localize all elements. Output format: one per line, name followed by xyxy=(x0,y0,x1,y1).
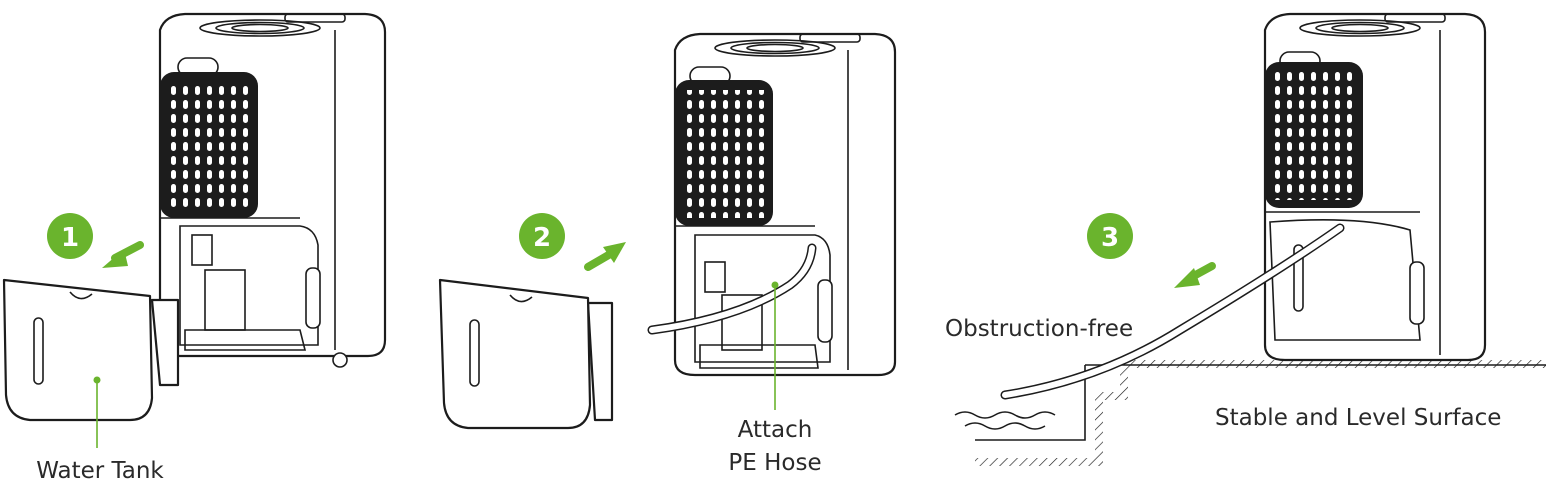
step-3-panel: 3 Obstruction-free Stable and Level Surf… xyxy=(945,12,1546,466)
pe-hose-step-2 xyxy=(647,243,817,335)
pe-hose-step-3 xyxy=(1000,223,1345,400)
arrow-down-left-icon xyxy=(1174,262,1216,288)
dehumidifier-unit-step-2 xyxy=(673,32,897,377)
pe-hose-callout: Attach PE Hose xyxy=(728,281,822,476)
arrow-up-right-icon xyxy=(584,242,626,271)
water-tank-callout: Water Tank xyxy=(36,376,164,484)
water-tank-step-2 xyxy=(438,278,614,430)
water-waves-icon xyxy=(954,411,1056,430)
stable-surface-label: Stable and Level Surface xyxy=(1215,405,1501,431)
ground-steps xyxy=(975,360,1546,466)
step-2-panel: 2 Attach PE Hose xyxy=(438,32,897,476)
step-2-badge: 2 xyxy=(519,213,565,259)
step-3-badge: 3 xyxy=(1087,213,1133,259)
dehumidifier-unit-step-3 xyxy=(1263,12,1487,362)
arrow-left-icon xyxy=(102,241,144,268)
dehumidifier-unit-step-1 xyxy=(158,12,387,368)
svg-text:1: 1 xyxy=(61,223,79,253)
step-1-badge: 1 xyxy=(47,213,93,259)
water-tank-removed xyxy=(2,278,180,422)
attach-label: Attach xyxy=(738,417,813,443)
pe-hose-label: PE Hose xyxy=(728,450,821,476)
svg-text:2: 2 xyxy=(533,223,551,253)
svg-text:3: 3 xyxy=(1101,223,1119,253)
water-tank-label: Water Tank xyxy=(36,458,164,484)
step-1-panel: 1 Water Tank xyxy=(2,12,387,484)
obstruction-free-label: Obstruction-free xyxy=(945,316,1133,342)
